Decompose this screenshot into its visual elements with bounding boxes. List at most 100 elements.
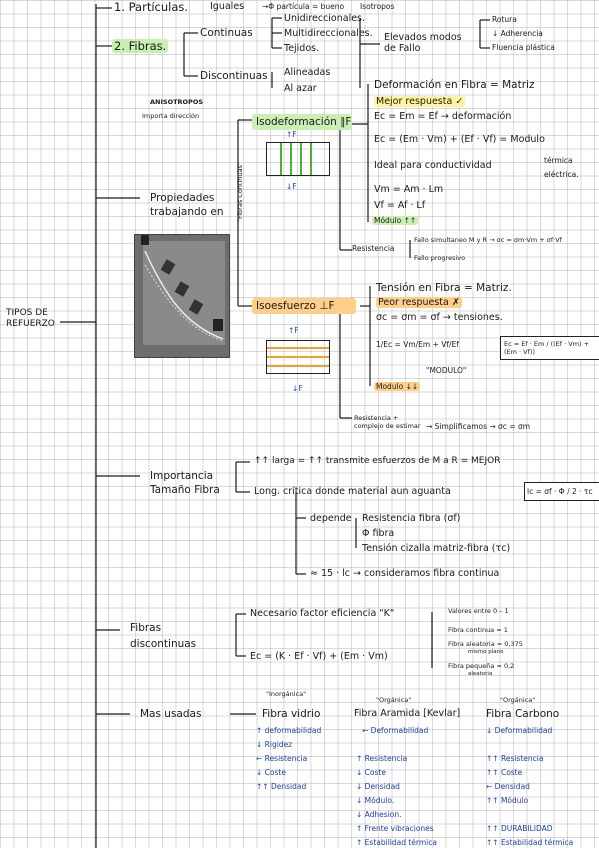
- iso-def-fallo-simultaneo: Fallo simultaneo M y R → σc = σm·Vm + σf…: [414, 236, 562, 244]
- vidrio-prop: ↑ deformabilidad: [256, 726, 322, 735]
- aramida-prop: ↑ Estabilidad térmica: [356, 838, 437, 847]
- particulas-label: 1. Partículas.: [114, 0, 189, 14]
- aramida-prop: ↑ Resistencia: [356, 754, 408, 763]
- carbono-prop: ↑↑ Módulo: [486, 796, 529, 805]
- isodeformacion-label: Isodeformación ∥F: [256, 116, 352, 128]
- iso-esf-modulo-quote: "MODULO": [426, 366, 467, 375]
- importancia-larga: ↑↑ larga = ↑↑ transmite esfuerzos de M a…: [254, 456, 501, 466]
- iso-def-modulo: Módulo ↑↑: [372, 216, 419, 225]
- iso-def-force-down-icon: ↓F: [286, 182, 297, 191]
- aramida-tag: "Orgánica": [376, 696, 412, 704]
- iso-def-modulo-text: Módulo ↑↑: [372, 216, 419, 225]
- vidrio-prop: ↓ Coste: [256, 768, 286, 777]
- iso-def-ideal: Ideal para conductividad: [374, 160, 492, 171]
- isodeformacion-diagram: [266, 142, 330, 176]
- propiedades-label2: trabajando en: [150, 206, 224, 218]
- fibras-anisotropos: ANISOTROPOS: [150, 98, 204, 106]
- iso-esf-eq-frac: 1/Ec = Vm/Em + Vf/Ef: [376, 340, 459, 349]
- iso-def-termica: térmica: [544, 156, 573, 165]
- aramida-prop: ↓ Módulo.: [356, 796, 395, 805]
- fibras-continuas: Continuas: [200, 27, 253, 39]
- iso-def-force-up-icon: ↑F: [286, 130, 297, 139]
- vidrio-prop: ↑↑ Densidad: [256, 782, 307, 791]
- iso-esf-eq-ec: Ec = Ef · Em / ((Ef · Vm) + (Em · Vf)): [504, 340, 590, 356]
- propiedades-label: Propiedades: [150, 192, 215, 204]
- discontinuas-factor: Necesario factor eficiencia "K": [250, 608, 395, 619]
- fibras-label-text: 2. Fibras.: [112, 39, 169, 53]
- iso-def-vm: Vm = Am · Lm: [374, 184, 444, 195]
- discontinuas-valores: Valores entre 0 – 1: [448, 607, 509, 615]
- fibras-alineadas: Alineadas: [284, 67, 331, 78]
- carbono-prop: ↑↑ Estabilidad térmica: [486, 838, 574, 847]
- fibras-rotura: Rotura: [492, 15, 517, 24]
- fibras-multidireccionales: Multidireccionales.: [284, 28, 373, 39]
- importancia-depende: depende: [310, 513, 352, 524]
- importancia-label: Importancia: [150, 470, 214, 482]
- fibras-fluencia: Fluencia plástica: [492, 43, 555, 52]
- particulas-phi-bueno: →Φ partícula = bueno: [262, 2, 345, 11]
- isoesfuerzo-diagram: [266, 340, 330, 374]
- carbono-prop: ↑↑ Coste: [486, 768, 523, 777]
- fibras-importa-direccion: Importa dirección: [142, 112, 200, 120]
- discontinuas-continua: Fibra continua = 1: [448, 626, 508, 634]
- iso-esf-tension: Tensión en Fibra = Matriz.: [376, 282, 512, 294]
- discontinuas-pequena: Fibra pequeña = 0,2: [448, 662, 515, 670]
- main-title: TIPOS DE REFUERZO: [6, 308, 62, 330]
- iso-esf-peor-text: Peor respuesta ✗: [376, 297, 462, 308]
- discontinuas-pequena-sub: aleatoria: [468, 671, 493, 677]
- iso-def-vf: Vf = Af · Lf: [374, 200, 426, 211]
- fibras-discontinuas: Discontinuas: [200, 70, 268, 82]
- carbono-tag: "Orgánica": [500, 696, 536, 704]
- aramida-prop: ↓ Coste: [356, 768, 386, 777]
- iso-def-fallo-progresivo: Fallo progresivo: [414, 254, 466, 262]
- iso-esf-eq-ec-box: Ec = Ef · Em / ((Ef · Vm) + (Em · Vf)): [500, 336, 599, 360]
- iso-def-eq-def: Ec = Em = Ef → deformación: [374, 111, 512, 122]
- iso-esf-force-up-icon: ↑F: [288, 326, 299, 335]
- importancia-lc-formula: lc = σf · Φ / 2 · τc: [527, 487, 593, 496]
- discontinuas-label: Fibras: [130, 622, 162, 634]
- iso-esf-peor: Peor respuesta ✗: [376, 297, 462, 308]
- importancia-res-fibra: Resistencia fibra (σf): [362, 513, 461, 524]
- importancia-tension-cizalla: Tensión cizalla matriz-fibra (τc): [362, 543, 511, 554]
- fibras-tejidos: Tejidos.: [284, 43, 320, 54]
- mas-usadas-label: Mas usadas: [140, 708, 202, 720]
- fibras-label: 2. Fibras.: [112, 39, 169, 53]
- iso-def-mejor: Mejor respuesta ✓: [374, 96, 466, 107]
- iso-esf-modulo: Modulo ↓↓: [374, 382, 421, 391]
- importancia-long-critica: Long. crítica donde material aun aguanta: [254, 486, 451, 497]
- fibras-continuas-vertical: "Fibras Continuas": [236, 162, 244, 222]
- aramida-prop: ↓ Adhesion.: [356, 810, 402, 819]
- carbono-prop: ← Densidad: [486, 782, 530, 791]
- iso-def-eq-mod: Ec = (Em · Vm) + (Ef · Vf) = Modulo: [374, 134, 545, 145]
- discontinuas-ec-formula: Ec = (K · Ef · Vf) + (Em · Vm): [250, 651, 388, 662]
- importancia-approx: ≈ 15 · lc → consideramos fibra continua: [310, 568, 500, 579]
- particulas-iguales: Iguales: [210, 1, 245, 12]
- iso-def-mejor-text: Mejor respuesta ✓: [374, 96, 466, 107]
- iso-esf-simplificamos: → Simplificamos → σc = σm: [426, 422, 531, 431]
- fibras-unidireccionales: Unidireccionales.: [284, 13, 366, 24]
- iso-def-electrica: eléctrica.: [544, 170, 579, 179]
- discontinuas-aleatoria-sub: mismo plano: [468, 649, 504, 655]
- particulas-isotropos: Isotropos: [360, 2, 395, 11]
- carbono-prop: ↑↑ Resistencia: [486, 754, 544, 763]
- fibras-adherencia: ↓ Adherencia: [492, 29, 543, 38]
- aramida-prop: ↓ Densidad: [356, 782, 400, 791]
- carbono-prop: ↓ Deformabilidad: [486, 726, 553, 735]
- graph-curves: [141, 235, 225, 345]
- aramida-name: Fibra Aramida [Kevlar]: [354, 708, 461, 719]
- iso-esf-force-down-icon: ↓F: [292, 384, 303, 393]
- carbono-name: Fibra Carbono: [486, 708, 560, 720]
- discontinuas-label2: discontinuas: [130, 638, 197, 650]
- vidrio-prop: ← Resistencia: [256, 754, 308, 763]
- vidrio-tag: "Inorgánica": [266, 690, 307, 698]
- carbono-prop: ↑↑ DURABILIDAD: [486, 824, 553, 833]
- iso-esf-modulo-text: Modulo ↓↓: [374, 382, 421, 391]
- aramida-prop: ← Deformabilidad: [362, 726, 429, 735]
- vidrio-name: Fibra vidrio: [262, 708, 321, 720]
- iso-def-resistencia: Resistencia: [352, 244, 395, 253]
- iso-esf-resistencia: Resistencia + complejo de estimar: [354, 414, 421, 430]
- importancia-phi-fibra: Φ fibra: [362, 528, 395, 539]
- fibras-modos-fallo: Elevados modos de Fallo: [384, 32, 462, 54]
- iso-def-fibra-matriz: Deformación en Fibra = Matriz: [374, 79, 535, 91]
